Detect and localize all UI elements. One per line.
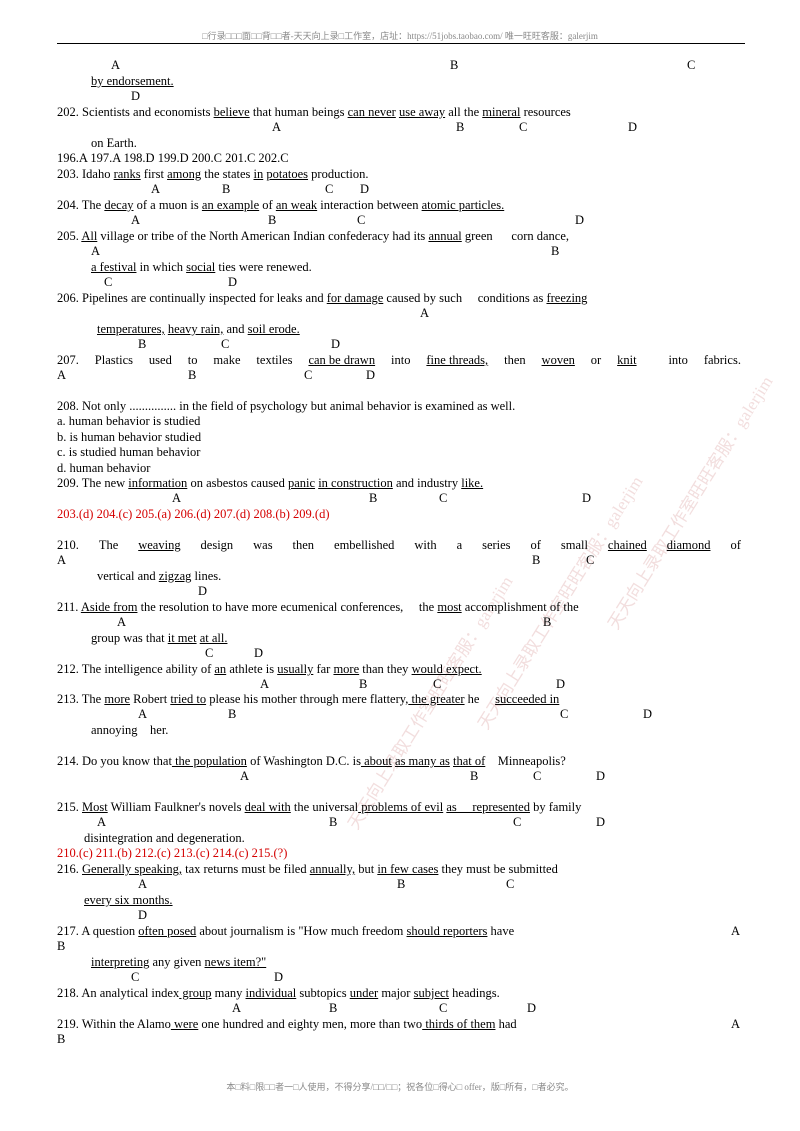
answer-key-196-202: 196.A 197.A 198.D 199.D 200.C 201.C 202.… [57, 151, 289, 165]
q203-line: 203. Idaho ranks first among the states … [57, 167, 369, 181]
q206-line2: temperatures, heavy rain, and soil erode… [97, 322, 300, 336]
q208-option-c: c. is studied human behavior [57, 445, 201, 459]
q213-line: 213. The more Robert tried to please his… [57, 692, 560, 706]
q208-option-d: d. human behavior [57, 461, 151, 475]
q210-label-d: D [198, 584, 208, 598]
q205-line: 205. All village or tribe of the North A… [57, 229, 570, 243]
answer-key-203-209: 203.(d) 204.(c) 205.(a) 206.(d) 207.(d) … [57, 507, 330, 521]
q201-label-d: D [131, 89, 141, 103]
q211-line2: group was that it met at all. [91, 631, 228, 645]
q215-line: 215. Most William Faulkner's novels deal… [57, 800, 582, 814]
q219-label-a: A [731, 1017, 741, 1031]
q216-label-d: D [138, 908, 148, 922]
header-rule [57, 43, 745, 44]
page-header: □行录□□□面□□背□□者-天天向上录□工作室，店址：https://51job… [202, 31, 598, 41]
q210-line2: vertical and zigzag lines. [97, 569, 222, 583]
q205-line2: a festival in which social ties were ren… [91, 260, 312, 274]
q219-line: 219. Within the Alamo were one hundred a… [57, 1017, 517, 1031]
q202-line: 202. Scientists and economists believe t… [57, 105, 571, 119]
q216-line: 216. Generally speaking, tax returns mus… [57, 862, 558, 876]
q217-label-a: A [731, 924, 741, 938]
q208-option-a: a. human behavior is studied [57, 414, 201, 428]
q206-line: 206. Pipelines are continually inspected… [57, 291, 588, 305]
q212-line: 212. The intelligence ability of an athl… [57, 662, 482, 676]
q208-stem: 208. Not only ............... in the fie… [57, 399, 516, 413]
q219-label-b: B [57, 1032, 66, 1046]
q208-option-b: b. is human behavior studied [57, 430, 202, 444]
q213-line2: annoying her. [91, 723, 169, 737]
q204-line: 204. The decay of a muon is an example o… [57, 198, 505, 212]
q216-line2: every six months. [84, 893, 173, 907]
q201-line: by endorsement. [91, 74, 174, 88]
answer-key-210-215: 210.(c) 211.(b) 212.(c) 213.(c) 214.(c) … [57, 846, 288, 860]
q218-line: 218. An analytical index group many indi… [57, 986, 500, 1000]
q217-line2: interpreting any given news item?" [91, 955, 267, 969]
q214-line: 214. Do you know that the population of … [57, 754, 566, 768]
q211-line: 211. Aside from the resolution to have m… [57, 600, 579, 614]
q209-line: 209. The new information on asbestos cau… [57, 476, 484, 490]
q215-line2: disintegration and degeneration. [84, 831, 245, 845]
q217-label-b: B [57, 939, 66, 953]
q217-line: 217. A question often posed about journa… [57, 924, 515, 938]
q202-line2: on Earth. [91, 136, 137, 150]
q206-label-a: A [420, 306, 430, 320]
page-footer: 本□料□限□□者一□人使用，不得分享/□□/□□；祝各位□得心□ offer，版… [226, 1082, 574, 1092]
